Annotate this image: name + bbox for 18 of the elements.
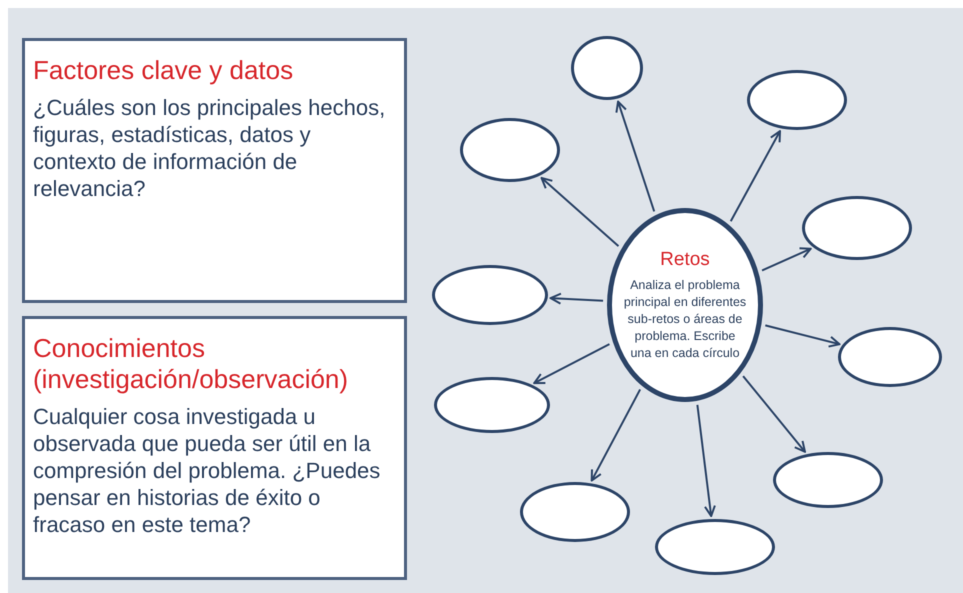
arrow [730,130,781,222]
arrow [540,176,620,247]
arrow [696,404,716,518]
ellipse-heading: Retos [660,248,710,270]
arrow [765,324,840,348]
panel-text: ¿Cuáles son los principales hechos, figuras, estadísticas, datos y contexto de información de relevancia? [33,94,386,202]
text-panel [22,38,407,303]
arrow [762,247,812,272]
arrow [615,100,656,212]
panel-heading: Factores clave y datos [33,55,294,86]
arrow [533,343,610,384]
text-panel [22,316,407,580]
arrow [742,376,806,453]
ellipse-text: Analiza el problema principal en diferentes sub-retos o áreas de problema. Escribe una en cada círculo [622,276,748,362]
arrow [590,389,641,482]
panel-text: Cualquier cosa investigada u observada que pueda ser útil en la compresión del problema. ¿Puedes pensar en historias de éxito o fracaso en este tema? [33,403,382,538]
panel-heading: Conocimientos (investigación/observación) [33,333,350,395]
arrow [550,292,604,305]
